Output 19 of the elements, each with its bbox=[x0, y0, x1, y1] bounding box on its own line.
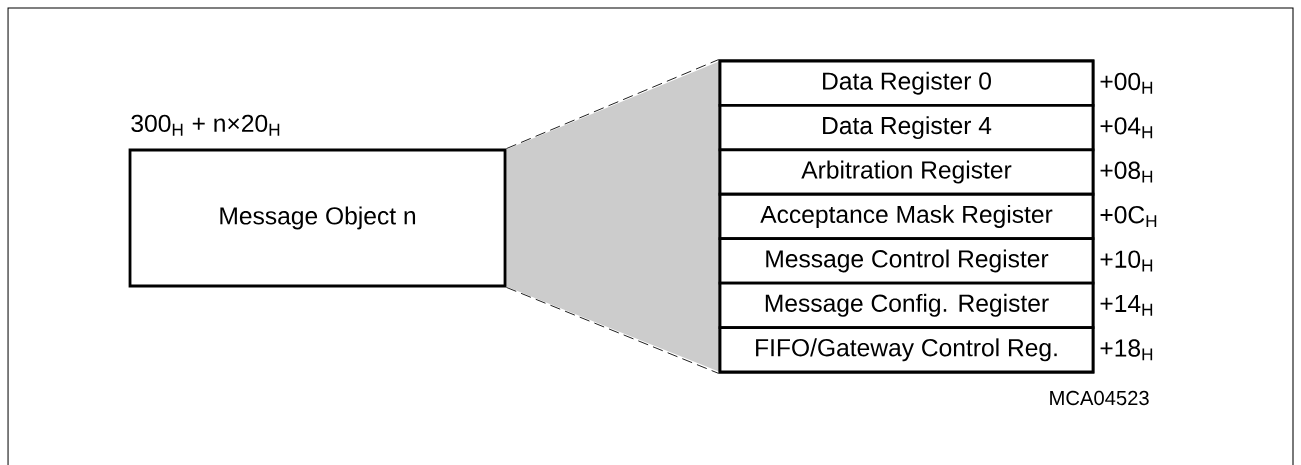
register-row: Acceptance Mask Register bbox=[718, 192, 1095, 241]
offset-label: +08$_{H}$ bbox=[1100, 161, 1153, 183]
register-row: FIFO/Gateway Control Reg. bbox=[718, 326, 1095, 374]
offset-label: +0C$_{H}$ bbox=[1100, 206, 1157, 227]
figure-number: MCA04523 bbox=[1050, 390, 1149, 406]
zoom-line bbox=[506, 59, 720, 150]
register-row: Data Register 0 bbox=[718, 59, 1095, 107]
zoom-line bbox=[506, 286, 720, 374]
register-row: Data Register 4 bbox=[718, 104, 1095, 152]
offset-label: +04$_{H}$ bbox=[1100, 117, 1153, 139]
register-row: Arbitration Register bbox=[718, 148, 1095, 196]
object-box: Message Object n bbox=[128, 148, 507, 288]
offset-label: +00$_{H}$ bbox=[1100, 72, 1153, 94]
address-label: 300$_{H}$ + n×20$_{H}$ bbox=[131, 114, 280, 136]
offset-label: +18$_{H}$ bbox=[1100, 339, 1153, 361]
register-row: Message Config. Register bbox=[718, 281, 1095, 329]
offset-label: +10$_{H}$ bbox=[1100, 250, 1153, 272]
register-row: Message Control Register bbox=[718, 237, 1095, 285]
offset-label: +14$_{H}$ bbox=[1100, 295, 1153, 316]
